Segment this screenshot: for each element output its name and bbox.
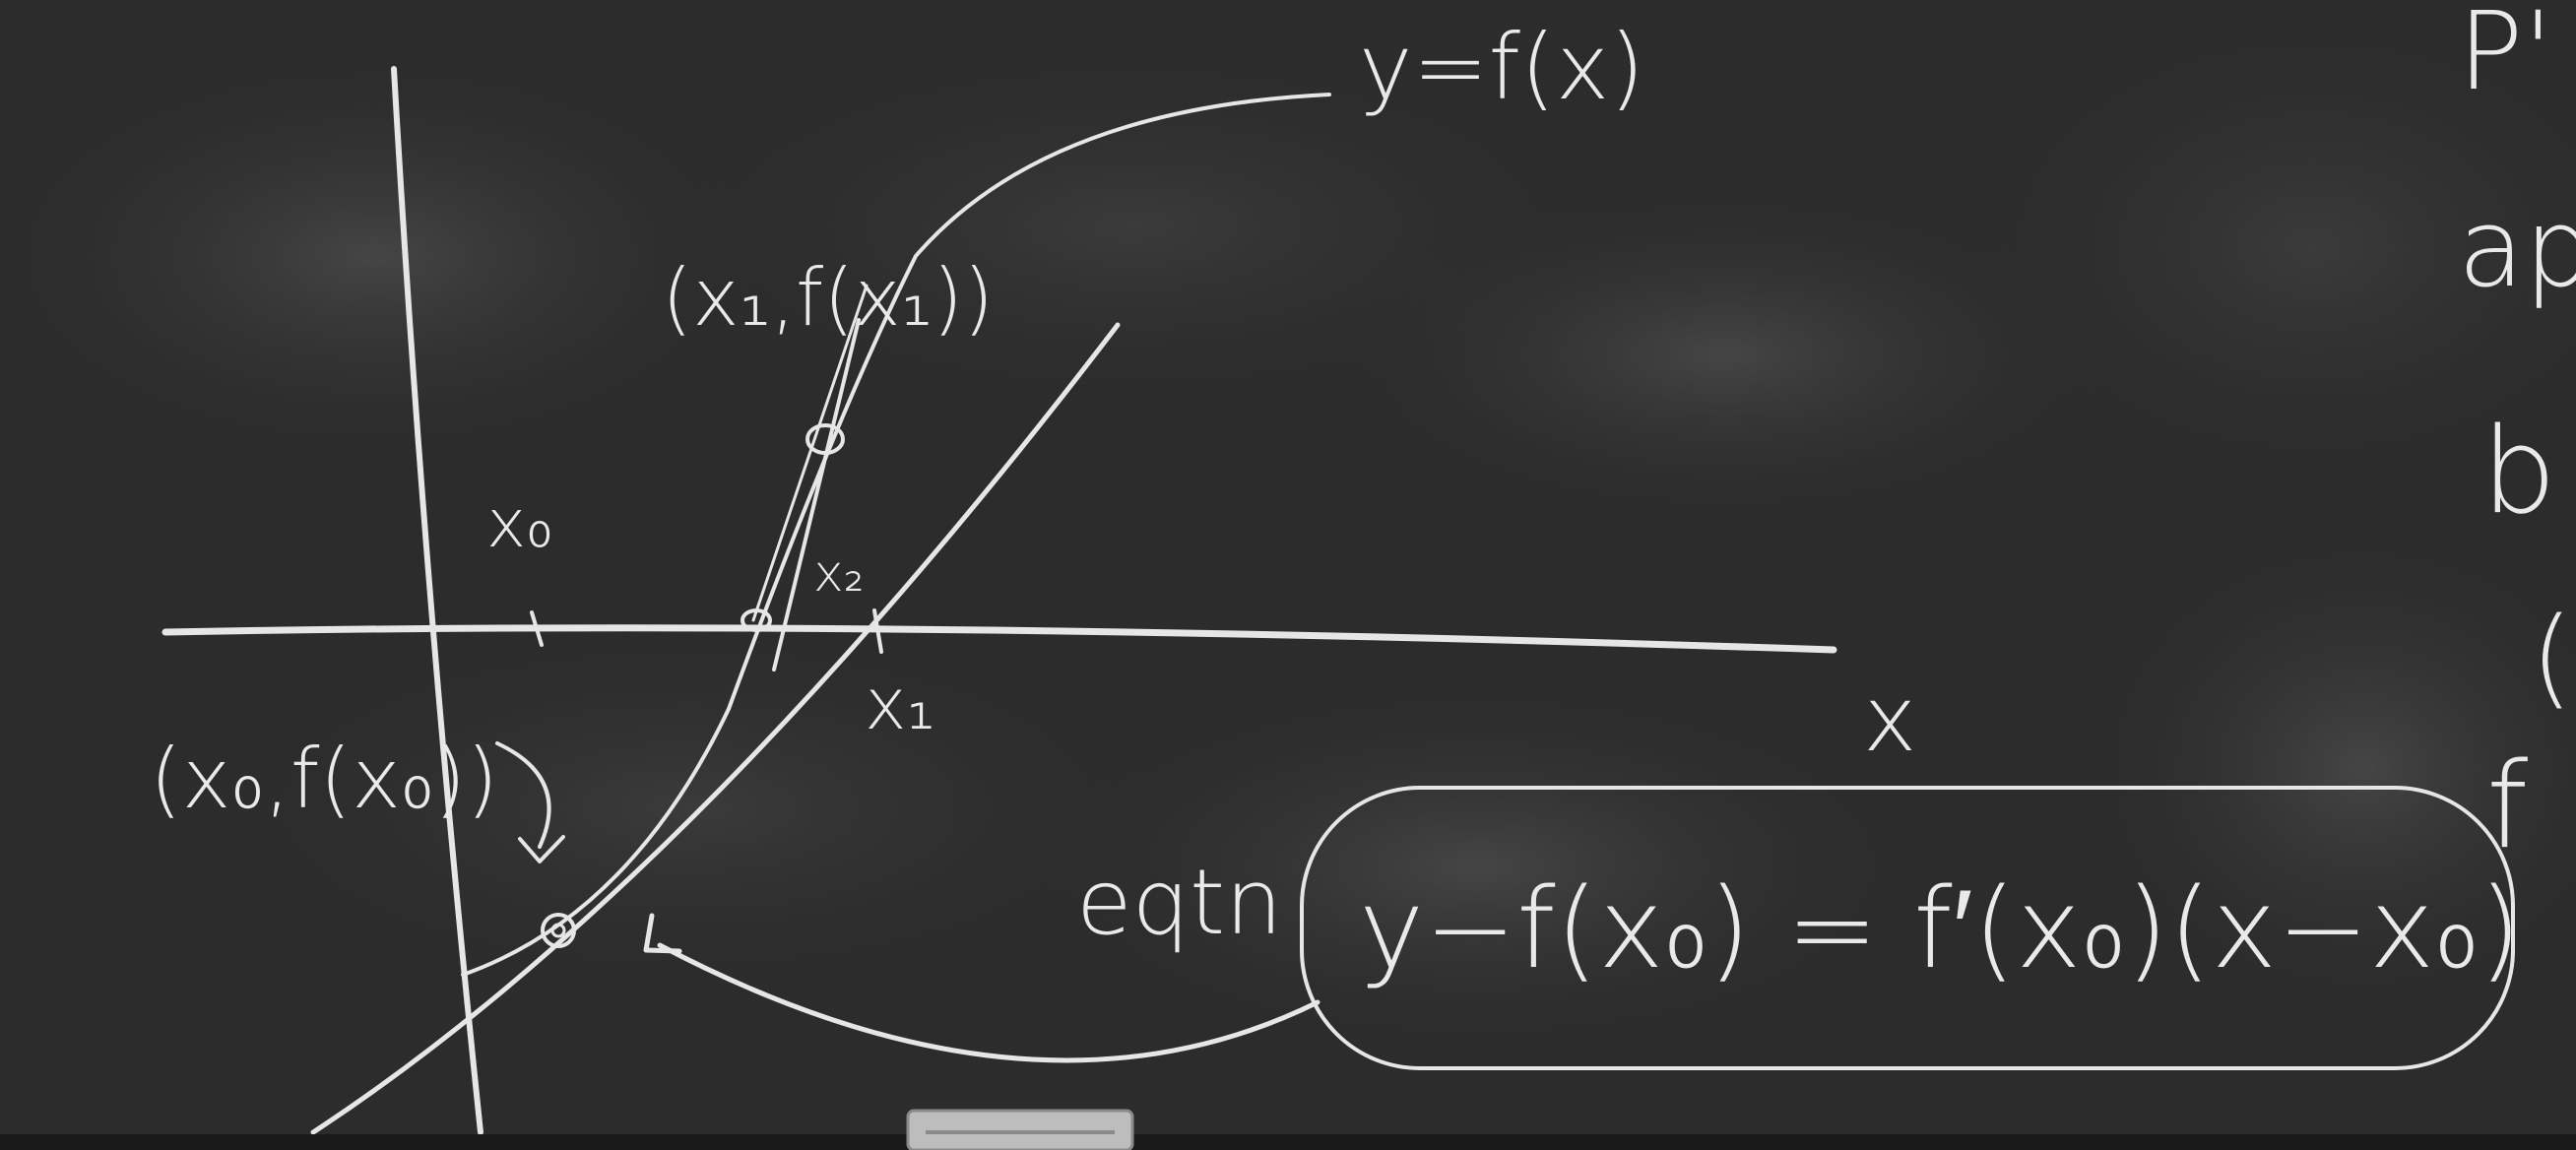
secant-line: [751, 284, 869, 622]
tick-x1: [872, 608, 883, 654]
x2-label: x₂: [813, 544, 865, 604]
right-fragment-3: b: [2481, 404, 2556, 541]
curve-label: y=f(x): [1359, 15, 1644, 120]
x0-label: x₀: [486, 485, 553, 563]
tangent-line-x1: [772, 318, 861, 671]
point1-label: (x₁,f(x₁)): [662, 252, 994, 344]
arrow-equation-to-point: [657, 942, 1320, 1063]
tangent-equation: y−f(x₀) = f′(x₀)(x−x₀): [1359, 865, 2522, 993]
tangent-line-x0: [310, 322, 1121, 1135]
arrowhead-equation-to-point: [643, 913, 682, 954]
point-x1-marker: [805, 423, 845, 455]
point-x0-marker: [541, 913, 576, 948]
equation-prefix: eqtn: [1076, 850, 1282, 955]
x-axis-label: x: [1863, 667, 1916, 772]
function-curve: [461, 93, 1331, 977]
point-x2-marker: [741, 608, 772, 632]
right-fragment-1: P': [2458, 0, 2553, 114]
chalk-tray: [0, 1134, 2576, 1150]
right-fragment-4: (: [2531, 594, 2573, 720]
right-fragment-2: ap: [2458, 185, 2576, 311]
tick-x0: [530, 610, 544, 647]
x-axis: [161, 624, 1837, 654]
equation-box: [1300, 786, 2515, 1070]
eraser-smudges: [0, 0, 2576, 1063]
right-fragment-5: f: [2486, 738, 2528, 875]
arrow-label-to-point: [495, 741, 551, 849]
x1-label: x₁: [865, 663, 934, 745]
arrowhead-label-to-point: [518, 835, 565, 863]
point0-label: (x₀,f(x₀)): [150, 731, 498, 827]
